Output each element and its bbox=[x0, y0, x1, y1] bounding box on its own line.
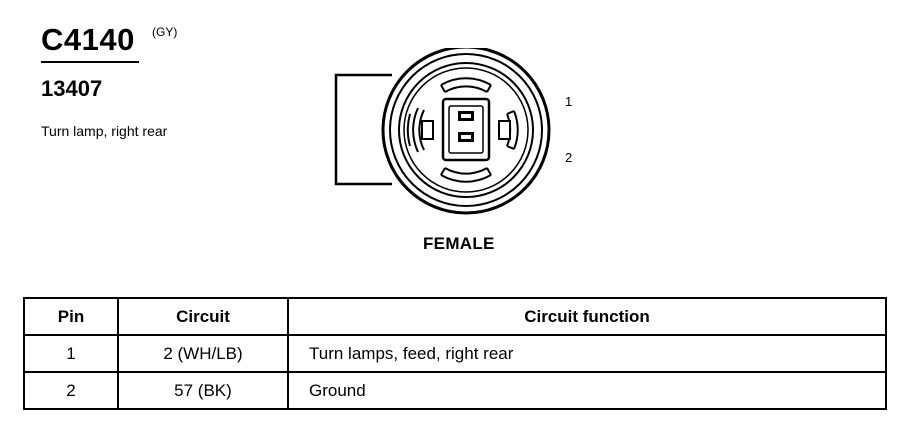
header-circuit-function: Circuit function bbox=[287, 297, 887, 336]
header-circuit: Circuit bbox=[117, 297, 289, 336]
terminal-block bbox=[441, 97, 491, 162]
locking-ribs bbox=[406, 77, 519, 183]
connector-description: Turn lamp, right rear bbox=[41, 123, 168, 139]
table-row: 1 2 (WH/LB) Turn lamps, feed, right rear bbox=[23, 334, 887, 373]
connector-face-diagram bbox=[334, 48, 551, 215]
pin-1-slot bbox=[461, 114, 471, 118]
connector-id-underline bbox=[41, 61, 139, 63]
face-ring bbox=[398, 62, 534, 198]
row-1-pin: 1 bbox=[23, 334, 119, 373]
connector-id: C4140 bbox=[41, 22, 135, 57]
table-header-row: Pin Circuit Circuit function bbox=[23, 297, 887, 336]
connector-gender: FEMALE bbox=[423, 234, 495, 253]
row-2-circuit: 57 (BK) bbox=[117, 371, 289, 410]
connector-housing bbox=[334, 73, 392, 186]
connector-color: (GY) bbox=[152, 25, 178, 39]
table-row: 2 57 (BK) Ground bbox=[23, 371, 887, 410]
part-number: 13407 bbox=[41, 76, 103, 101]
row-1-function: Turn lamps, feed, right rear bbox=[287, 334, 887, 373]
header-pin: Pin bbox=[23, 297, 119, 336]
outer-shell-inner-ring bbox=[389, 53, 543, 207]
terminal-block-inner bbox=[448, 105, 484, 154]
row-1-circuit: 2 (WH/LB) bbox=[117, 334, 289, 373]
left-tab bbox=[421, 120, 434, 140]
pin-2-slot bbox=[461, 135, 471, 139]
pin-label-2: 2 bbox=[565, 150, 573, 165]
row-2-pin: 2 bbox=[23, 371, 119, 410]
pin-label-1: 1 bbox=[565, 94, 573, 109]
pin-table: Pin Circuit Circuit function 1 2 (WH/LB)… bbox=[23, 297, 887, 410]
row-2-function: Ground bbox=[287, 371, 887, 410]
face-inner-ring bbox=[403, 67, 529, 193]
right-tab bbox=[498, 120, 511, 140]
